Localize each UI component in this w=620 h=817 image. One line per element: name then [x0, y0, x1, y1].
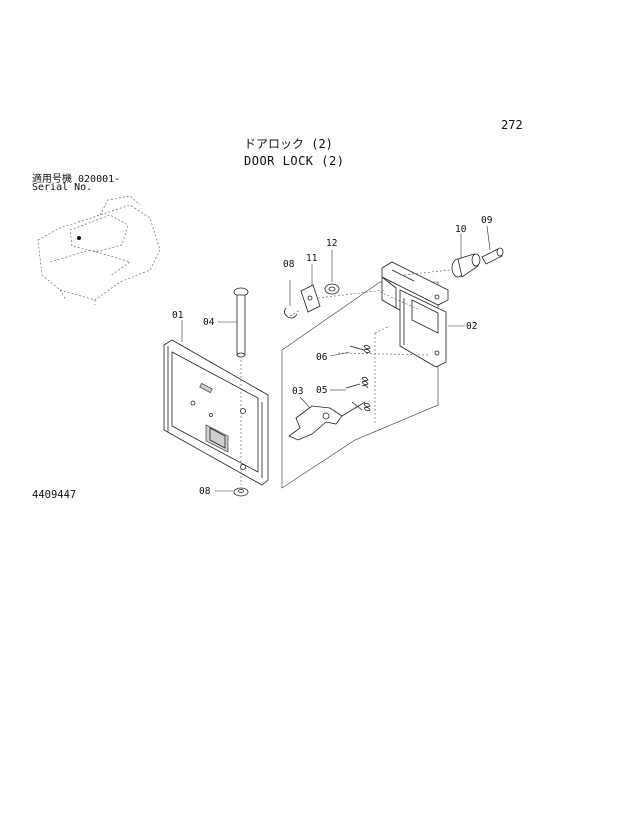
- part-10-lock-cylinder: [451, 253, 481, 278]
- part-03-latch: [288, 401, 366, 441]
- callout-12: 12: [326, 238, 337, 249]
- part-01-lock-cover: [163, 339, 269, 486]
- drawing-number: 4409447: [32, 489, 77, 501]
- part-05-springs: [345, 376, 371, 412]
- part-02-bracket: [381, 261, 449, 368]
- part-04-pin: [233, 287, 249, 485]
- serial-label-english: Serial No.: [32, 182, 93, 193]
- callout-08-bottom: 08: [199, 486, 211, 497]
- part-08-bottom-washer: [233, 487, 249, 497]
- part-09-insert: [481, 247, 504, 265]
- callout-11: 11: [306, 253, 318, 264]
- callout-leader-lines: [181, 225, 491, 492]
- callout-02: 02: [466, 321, 477, 332]
- callout-03: 03: [292, 386, 303, 397]
- part-12-washer: [324, 283, 340, 295]
- callout-09: 09: [481, 215, 493, 226]
- part-06-spring: [349, 344, 371, 354]
- part-08-top-clip: [284, 307, 298, 319]
- phantom-lines: [289, 269, 451, 425]
- assembly-boundary-line: [281, 281, 439, 489]
- callout-04: 04: [203, 317, 215, 328]
- callout-08-top: 08: [283, 259, 295, 270]
- callout-05: 05: [316, 385, 327, 396]
- callout-06: 06: [316, 352, 328, 363]
- page-number: 272: [501, 118, 523, 132]
- callout-01: 01: [172, 310, 184, 321]
- part-11-plate: [300, 284, 321, 313]
- title-japanese: ドアロック (2): [244, 137, 333, 151]
- location-marker-icon: [77, 236, 81, 240]
- machine-location-thumbnail: [37, 195, 161, 305]
- serial-label-japanese: 適用号機 020001-: [32, 174, 121, 185]
- title-english: DOOR LOCK (2): [244, 154, 345, 168]
- callout-10: 10: [455, 224, 467, 235]
